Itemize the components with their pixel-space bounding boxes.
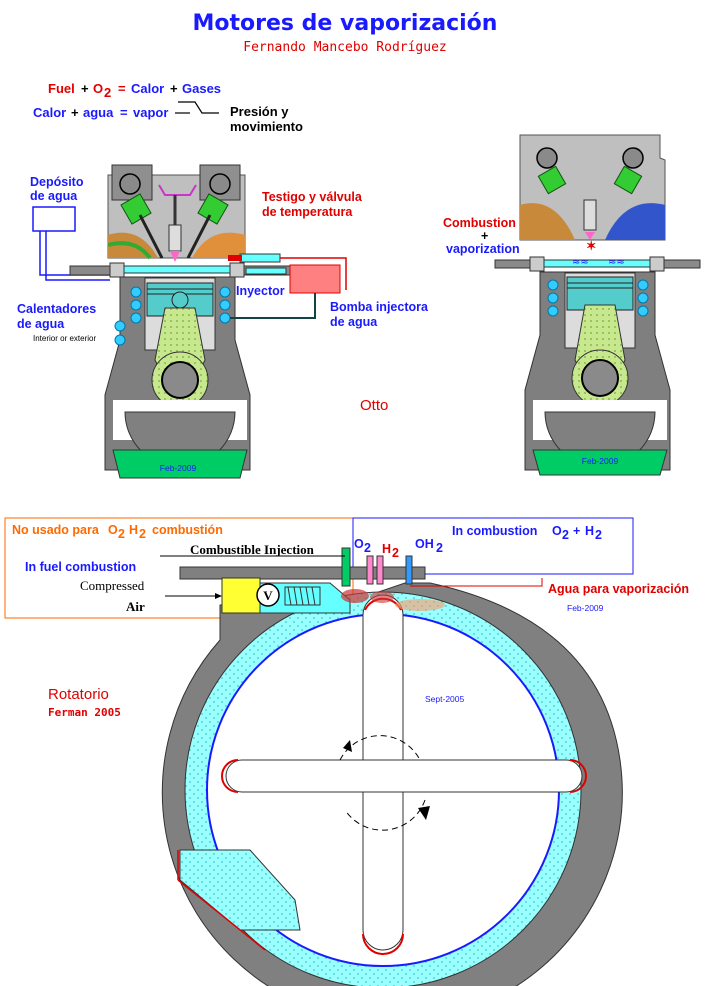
svg-text:✶: ✶: [586, 239, 596, 253]
svg-text:2: 2: [104, 85, 111, 100]
rotary-engine: V No usado para O 2 H 2 combustión I: [4, 517, 689, 986]
svg-text:+: +: [71, 105, 79, 120]
air-label: Air: [126, 599, 145, 614]
svg-text:=: =: [118, 81, 126, 96]
svg-text:O: O: [108, 523, 118, 537]
in-combustion-label: In combustion: [452, 524, 537, 538]
compressed-label: Compressed: [80, 578, 145, 593]
svg-text:H: H: [129, 523, 138, 537]
vapor-equation: Calor + agua = vapor: [33, 105, 168, 120]
otto-engine-right: ✶ ≈≈ ≈≈ Feb-2009 Combustion + vaporizati…: [443, 134, 701, 476]
svg-text:2: 2: [139, 527, 146, 541]
ferman-label: Ferman 2005: [48, 706, 121, 719]
svg-text:2: 2: [436, 541, 443, 555]
movement-label: movimiento: [230, 119, 303, 134]
h2-label: H: [382, 542, 391, 556]
svg-text:Calor: Calor: [131, 81, 164, 96]
svg-text:+: +: [170, 81, 178, 96]
agua-vaporizacion-label: Agua para vaporización: [548, 582, 689, 596]
vaporization-label: vaporization: [446, 242, 520, 256]
rotary-feb-date: Feb-2009: [567, 603, 604, 613]
svg-text:vapor: vapor: [133, 105, 168, 120]
injector-label: Inyector: [236, 284, 285, 298]
svg-text:2: 2: [364, 541, 371, 555]
svg-text:agua: agua: [83, 105, 114, 120]
valve-label: V: [263, 588, 273, 603]
calentadores-label-2: de agua: [17, 317, 65, 331]
no-usado-label: No usado para: [12, 523, 100, 537]
svg-text:+: +: [481, 229, 488, 243]
svg-text:Gases: Gases: [182, 81, 221, 96]
pressure-label: Presión y: [230, 104, 289, 119]
calentadores-label: Calentadores: [17, 302, 96, 316]
fuel-equation: Fuel + O 2 = Calor + Gases: [48, 81, 221, 100]
svg-text:+: +: [573, 524, 580, 538]
otto-right-date: Feb-2009: [582, 456, 619, 466]
combustible-injection-label: Combustible Injection: [190, 542, 315, 557]
svg-text:=: =: [120, 105, 128, 120]
author-name: Fernando Mancebo Rodríguez: [243, 40, 447, 55]
otto-engine-left: Depósito de agua: [17, 164, 429, 479]
equation-connector: [178, 101, 219, 114]
svg-text:+: +: [81, 81, 89, 96]
svg-text:≈≈: ≈≈: [608, 257, 625, 268]
svg-text:2: 2: [118, 527, 125, 541]
otto-label: Otto: [360, 397, 388, 414]
deposito-label: Depósito: [30, 175, 84, 189]
svg-text:Fuel: Fuel: [48, 81, 75, 96]
interior-exterior-label: Interior or exterior: [33, 334, 96, 343]
rotatorio-label: Rotatorio: [48, 686, 109, 703]
water-tank: [32, 206, 76, 232]
otto-left-date: Feb-2009: [160, 463, 197, 473]
combustion-label: Combustion: [443, 216, 516, 230]
svg-text:O: O: [93, 81, 103, 96]
oh2-label: OH: [415, 537, 434, 551]
bomba-label-2: de agua: [330, 315, 378, 329]
o2-label: O: [354, 537, 364, 551]
bomba-label: Bomba injectora: [330, 300, 429, 314]
svg-text:2: 2: [595, 528, 602, 542]
in-fuel-combustion-label: In fuel combustion: [25, 560, 136, 574]
water-pump: [289, 264, 341, 294]
testigo-label: Testigo y válvula: [262, 190, 363, 204]
testigo-label-2: de temperatura: [262, 205, 353, 219]
page-title: Motores de vaporización: [193, 11, 498, 36]
svg-text:2: 2: [392, 546, 399, 560]
svg-text:2: 2: [562, 528, 569, 542]
in-combustion-box: [352, 517, 634, 575]
svg-text:combustión: combustión: [152, 523, 223, 537]
svg-text:Calor: Calor: [33, 105, 66, 120]
deposito-label-2: de agua: [30, 189, 78, 203]
svg-text:≈≈: ≈≈: [572, 257, 589, 268]
svg-text:H: H: [585, 524, 594, 538]
rotary-sept-date: Sept-2005: [425, 694, 464, 704]
svg-text:O: O: [552, 524, 562, 538]
